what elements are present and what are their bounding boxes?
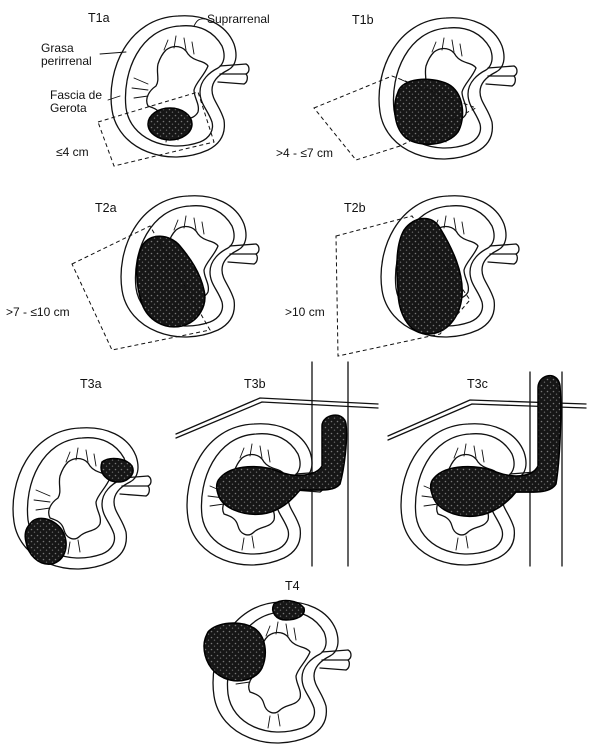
size-label: >10 cm xyxy=(285,305,325,319)
tumor-mass xyxy=(137,236,205,327)
tumor-adrenal xyxy=(273,601,305,620)
stage-t2a: T2a >7 - ≤10 cm xyxy=(6,196,259,350)
stage-t3b: T3b xyxy=(176,362,378,566)
tumor-mass-upper xyxy=(101,459,133,482)
label-fascia-1: Fascia de xyxy=(50,88,102,102)
stage-title: T2b xyxy=(344,201,366,215)
size-label: >7 - ≤10 cm xyxy=(6,305,70,319)
tumor-mass xyxy=(148,108,192,140)
stage-title: T1b xyxy=(352,13,374,27)
stage-t4: T4 xyxy=(204,579,351,743)
stage-title: T3b xyxy=(244,377,266,391)
label-suprarrenal: Suprarrenal xyxy=(207,12,270,26)
tumor-mass xyxy=(397,218,462,334)
stage-t2b: T2b >10 cm xyxy=(285,196,519,356)
size-label: >4 - ≤7 cm xyxy=(276,146,333,160)
stage-t3c: T3c xyxy=(388,372,586,566)
label-grasa-1: Grasa xyxy=(41,41,74,55)
tumor-mass xyxy=(395,79,463,144)
stage-title: T1a xyxy=(88,11,110,25)
stage-t1b: T1b >4 - ≤7 cm xyxy=(276,13,517,160)
size-label: ≤4 cm xyxy=(56,145,89,159)
stage-t3a: T3a xyxy=(13,377,151,569)
leader-fascia xyxy=(108,96,120,100)
stage-title: T4 xyxy=(285,579,300,593)
tumor-thrombus xyxy=(217,415,347,514)
leader-suprarrenal xyxy=(194,19,205,26)
stage-title: T2a xyxy=(95,201,117,215)
label-grasa-2: perirrenal xyxy=(41,54,92,68)
stage-t1a: T1a ≤4 cm Suprarrenal Grasa perirrenal F… xyxy=(41,11,270,166)
tumor-thrombus xyxy=(431,376,561,517)
label-fascia-2: Gerota xyxy=(50,101,87,115)
stage-title: T3c xyxy=(467,377,488,391)
stage-title: T3a xyxy=(80,377,102,391)
tumor-mass-lower xyxy=(25,518,66,564)
